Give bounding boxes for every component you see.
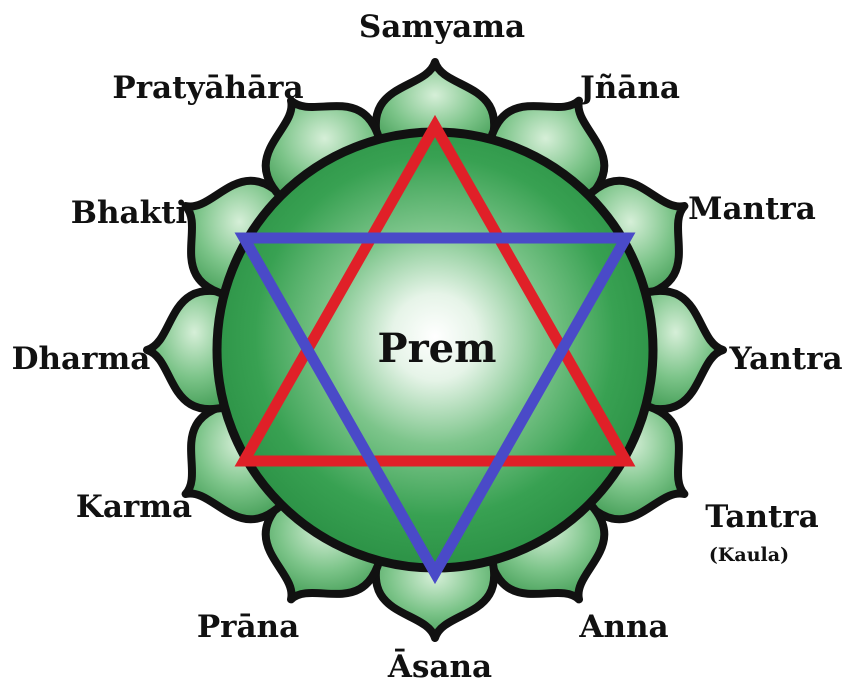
petal-label-samyama: Samyama — [359, 9, 525, 45]
petal-sublabel-kaula: (Kaula) — [709, 544, 789, 566]
petal-label-prana: Prāna — [197, 609, 299, 645]
petal-label-asana: Āsana — [387, 648, 492, 685]
petal-label-mantra: Mantra — [688, 191, 816, 227]
petal-label-karma: Karma — [76, 489, 192, 525]
petal-label-anna: Anna — [578, 609, 668, 645]
petal-label-jnana: Jñāna — [577, 70, 680, 106]
petal-label-tantra: Tantra — [705, 499, 818, 535]
petal-label-dharma: Dharma — [12, 341, 151, 377]
center-label: Prem — [378, 325, 497, 372]
petal-label-bhakti: Bhakti — [71, 195, 187, 231]
petal-label-yantra: Yantra — [728, 341, 842, 377]
petal-label-pratyahara: Pratyāhāra — [112, 70, 303, 106]
